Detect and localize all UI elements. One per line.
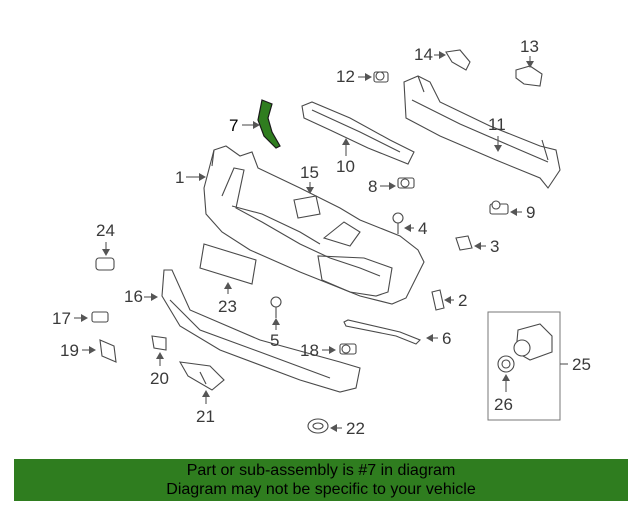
diagram-notice-banner: Part or sub-assembly is #7 in diagram Di… — [14, 459, 628, 501]
callout-label-20: 20 — [150, 369, 169, 388]
callout-19[interactable]: 19 — [60, 341, 96, 360]
callout-label-10: 10 — [336, 157, 355, 176]
part-7-bracket-highlighted[interactable] — [257, 99, 281, 149]
callout-16[interactable]: 16 — [124, 287, 158, 306]
callout-17[interactable]: 17 — [52, 309, 88, 328]
callout-label-14: 14 — [414, 45, 433, 64]
part-15-cover[interactable] — [293, 195, 321, 219]
callout-label-26: 26 — [494, 395, 513, 414]
callout-label-8: 8 — [368, 177, 377, 196]
part-26-sensor-ring[interactable] — [497, 355, 515, 373]
callout-8[interactable]: 8 — [368, 177, 396, 196]
callout-20[interactable]: 20 — [150, 352, 169, 388]
part-20-cover[interactable] — [151, 335, 167, 351]
part-11-reinforcement[interactable] — [403, 75, 561, 189]
callout-25[interactable]: 25 — [560, 355, 591, 374]
callout-label-16: 16 — [124, 287, 143, 306]
callout-label-17: 17 — [52, 309, 71, 328]
callout-label-1: 1 — [175, 168, 184, 187]
part-6-trim[interactable] — [343, 319, 421, 345]
part-14-bracket[interactable] — [445, 49, 471, 71]
callout-label-13: 13 — [520, 37, 539, 56]
part-1-bumper-cover[interactable] — [203, 145, 425, 305]
callout-26[interactable]: 26 — [494, 374, 513, 414]
callout-1[interactable]: 1 — [175, 168, 206, 187]
callout-15[interactable]: 15 — [300, 163, 319, 194]
callout-5[interactable]: 5 — [270, 318, 280, 350]
parts-diagram: 7 1 10 11 12 — [52, 37, 591, 438]
notice-line-disclaimer: Diagram may not be specific to your vehi… — [166, 481, 476, 498]
part-13-bracket[interactable] — [515, 65, 543, 87]
callout-label-7: 7 — [229, 116, 238, 135]
part-3-clip[interactable] — [455, 235, 473, 251]
part-23-license-bracket[interactable] — [199, 243, 257, 285]
part-2-clip[interactable] — [431, 289, 445, 311]
callout-label-6: 6 — [442, 329, 451, 348]
callout-23[interactable]: 23 — [218, 282, 237, 316]
callout-12[interactable]: 12 — [336, 67, 372, 86]
part-24-sensor[interactable] — [95, 257, 115, 271]
callout-2[interactable]: 2 — [444, 291, 467, 310]
part-9-fastener[interactable] — [489, 200, 509, 215]
callout-9[interactable]: 9 — [510, 203, 535, 222]
part-4-bolt[interactable] — [392, 212, 404, 234]
callout-label-12: 12 — [336, 67, 355, 86]
part-5-bolt[interactable] — [270, 296, 282, 318]
callout-11[interactable]: 11 — [488, 115, 506, 152]
callout-label-15: 15 — [300, 163, 319, 182]
callout-label-2: 2 — [458, 291, 467, 310]
callout-6[interactable]: 6 — [426, 329, 451, 348]
callout-3[interactable]: 3 — [474, 237, 499, 256]
notice-line-part-number: Part or sub-assembly is #7 in diagram — [186, 462, 456, 479]
callout-label-22: 22 — [346, 419, 365, 438]
callout-10[interactable]: 10 — [336, 138, 355, 176]
part-22-cap[interactable] — [307, 418, 329, 434]
callout-18[interactable]: 18 — [300, 341, 336, 360]
callout-label-11: 11 — [488, 115, 506, 134]
part-17-sensor[interactable] — [91, 311, 109, 323]
callout-label-4: 4 — [418, 219, 427, 238]
callout-14[interactable]: 14 — [414, 45, 446, 64]
callout-21[interactable]: 21 — [196, 390, 215, 426]
callout-24[interactable]: 24 — [96, 221, 115, 256]
part-10-absorber[interactable] — [301, 101, 415, 165]
part-18-fastener[interactable] — [339, 343, 357, 355]
callout-label-5: 5 — [270, 331, 279, 350]
callout-label-23: 23 — [218, 297, 237, 316]
part-21-cover[interactable] — [178, 361, 225, 391]
callout-label-18: 18 — [300, 341, 319, 360]
callout-label-9: 9 — [526, 203, 535, 222]
part-12-fastener[interactable] — [373, 71, 389, 83]
callout-7[interactable]: 7 — [229, 116, 260, 135]
callout-label-21: 21 — [196, 407, 215, 426]
callout-label-24: 24 — [96, 221, 115, 240]
callout-label-25: 25 — [572, 355, 591, 374]
callout-4[interactable]: 4 — [404, 219, 427, 238]
part-16-spoiler[interactable] — [161, 269, 361, 393]
callout-22[interactable]: 22 — [330, 419, 365, 438]
part-8-fastener[interactable] — [397, 177, 415, 189]
callout-label-3: 3 — [490, 237, 499, 256]
part-19-plate[interactable] — [99, 339, 117, 363]
callout-label-19: 19 — [60, 341, 79, 360]
callout-13[interactable]: 13 — [520, 37, 539, 68]
